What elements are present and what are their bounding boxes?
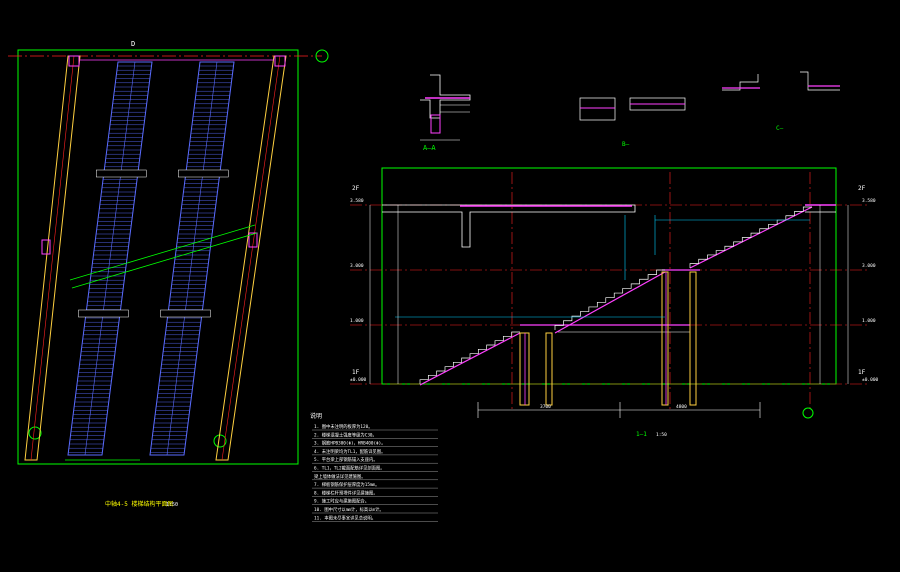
level-label-right-top: 2F: [858, 185, 866, 192]
middle-flight-rebar: [554, 271, 666, 334]
wall-column: [68, 55, 80, 67]
stair-flight-outline: [67, 61, 153, 456]
axis-bubble-left-bottom: [28, 426, 42, 440]
stair-flight-outline: [149, 61, 235, 456]
elevation: ±0.000: [862, 377, 879, 383]
detail-aa-beam: [430, 114, 441, 134]
bottom-dim-text: 3700: [540, 404, 551, 410]
lower-flight-steps: [419, 331, 520, 384]
plan-title: 中轴4-5 楼梯结构平面图: [105, 500, 173, 508]
stair-landing: [178, 169, 229, 178]
left-wall-inner: [30, 55, 75, 461]
note-line: 5. 平台梁上部钢筋锚入支座内。: [314, 456, 378, 463]
section-steps: [419, 206, 812, 384]
note-line: 6. TL1，TL2截面配筋详见剖面图。: [314, 465, 385, 472]
upper-flight-steps: [689, 206, 812, 268]
stair-landing: [96, 169, 147, 178]
note-line: 2. 楼梯混凝土强度等级为C30。: [314, 431, 377, 438]
elevation: 1.000: [862, 318, 876, 324]
top-slab: [382, 204, 636, 248]
note-line: 4. 未注明梁均为TL1，配筋详见图。: [314, 448, 385, 455]
section-title: 1—1: [636, 431, 647, 438]
notes-block: 说明 1. 图中未注明的板厚为120。2. 楼梯混凝土强度等级为C30。 3. 钢…: [310, 412, 438, 522]
level-label-left-top: 2F: [352, 185, 360, 192]
section-scale: 1:50: [656, 432, 667, 438]
note-line: 3. 钢筋HPB300(Φ)，HRB400(Φ)。: [314, 440, 386, 447]
section-column: [661, 271, 669, 406]
elevation: 3.000: [862, 263, 876, 269]
note-line: 11. 本图未尽事宜详见总说明。: [314, 514, 376, 521]
note-line: 8. 楼梯栏杆预埋件详见建施图。: [314, 489, 378, 496]
stair-section: 2F 1F 2F 1F 3.580 3.000 1.000 ±0.000 3.5…: [350, 167, 879, 438]
note-line: 9. 施工时应与建施图配合。: [314, 498, 369, 505]
note-line: 7. 梯板钢筋保护层厚度为15mm。: [314, 481, 379, 488]
elevation: 3.580: [862, 198, 876, 204]
detail-c-step: [722, 74, 759, 91]
cut-line: [69, 224, 256, 281]
middle-flight-steps: [554, 269, 665, 330]
cut-line: [71, 232, 258, 289]
section-column: [545, 332, 553, 406]
wall-column: [274, 55, 286, 67]
detail-c: C—: [722, 71, 840, 132]
note-line: 1. 图中未注明的板厚为120。: [314, 423, 373, 430]
plan-frame: [17, 49, 299, 465]
notes-lines: 1. 图中未注明的板厚为120。2. 楼梯混凝土强度等级为C30。 3. 钢筋HP…: [312, 423, 438, 522]
elevation: 1.000: [350, 318, 364, 324]
detail-aa-outline: [420, 74, 471, 119]
stair-flights: [67, 59, 274, 456]
plan-scale: 1:50: [166, 502, 178, 508]
elevation: 3.000: [350, 263, 364, 269]
right-wall-inner: [221, 55, 281, 461]
note-line: 梁上墙体做法详见建施图。: [314, 473, 366, 480]
detail-b-box: [579, 97, 616, 121]
wall-column: [248, 232, 258, 248]
detail-b-label: B—: [622, 141, 630, 148]
level-label-right-bottom: 1F: [858, 369, 866, 376]
wall-column: [41, 239, 51, 255]
detail-aa-label: A—A: [423, 144, 436, 152]
note-line: 10. 图中尺寸以mm计，标高以m计。: [314, 506, 384, 513]
lower-flight-rebar: [419, 332, 521, 386]
axis-bubble-right: [315, 49, 329, 63]
plan-axis-label: D: [131, 40, 135, 48]
section-frame: [381, 167, 837, 385]
detail-c-step: [800, 71, 840, 91]
bottom-dim-text: 4800: [676, 404, 687, 410]
stair-plan: D 中轴4-5 楼梯结构平面图 1:50: [8, 40, 329, 508]
detail-aa: A—A: [420, 74, 471, 152]
detail-c-label: C—: [776, 125, 784, 132]
stair-landing: [78, 309, 129, 318]
level-label-left-bottom: 1F: [352, 369, 360, 376]
elevation: 3.580: [350, 198, 364, 204]
detail-b: B—: [579, 97, 686, 148]
stair-landing: [160, 309, 211, 318]
notes-heading: 说明: [310, 412, 322, 420]
section-column: [689, 271, 697, 406]
section-axis-bubble: [802, 407, 814, 419]
section-column: [519, 332, 530, 406]
elevation: ±0.000: [350, 377, 367, 383]
